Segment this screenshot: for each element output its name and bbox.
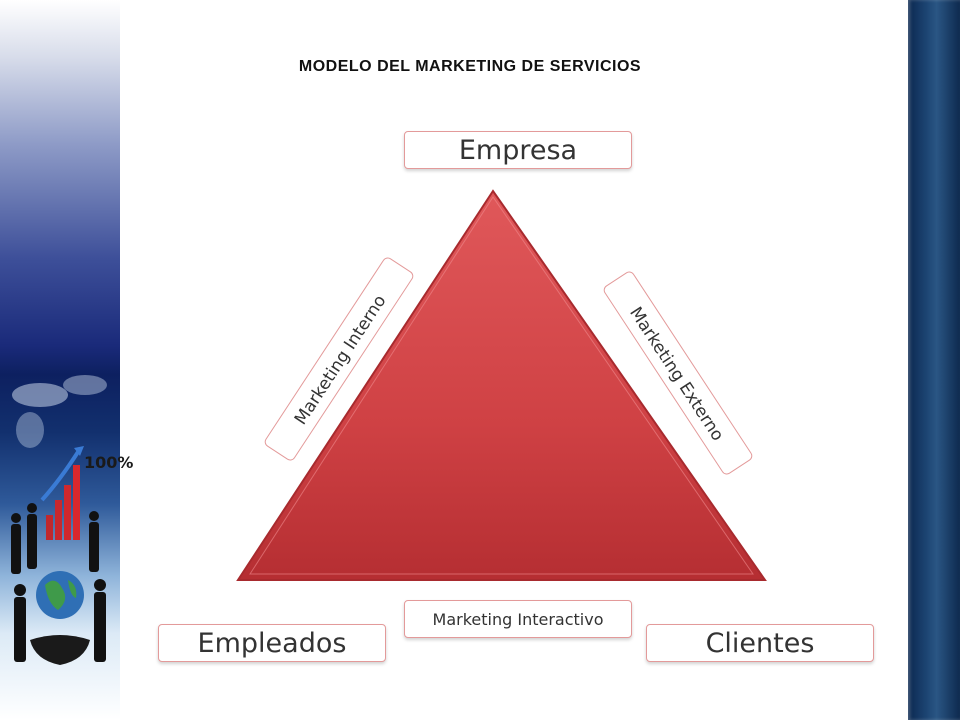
node-empresa: Empresa — [404, 131, 632, 169]
edge-label-marketing-interactivo: Marketing Interactivo — [404, 600, 632, 638]
triangle-shape — [236, 189, 767, 581]
node-clientes-label: Clientes — [705, 627, 815, 659]
growth-label: 100% — [84, 453, 133, 472]
marketing-interactivo-text: Marketing Interactivo — [432, 609, 604, 629]
node-clientes: Clientes — [646, 624, 874, 662]
node-empleados: Empleados — [158, 624, 386, 662]
slide-title: MODELO DEL MARKETING DE SERVICIOS — [298, 58, 642, 75]
node-empresa-label: Empresa — [458, 134, 578, 166]
decorative-side-bar — [908, 0, 960, 720]
business-globe-illustration: 100% — [11, 375, 133, 665]
decorative-side-image: 100% — [0, 0, 133, 720]
node-empleados-label: Empleados — [197, 627, 347, 659]
